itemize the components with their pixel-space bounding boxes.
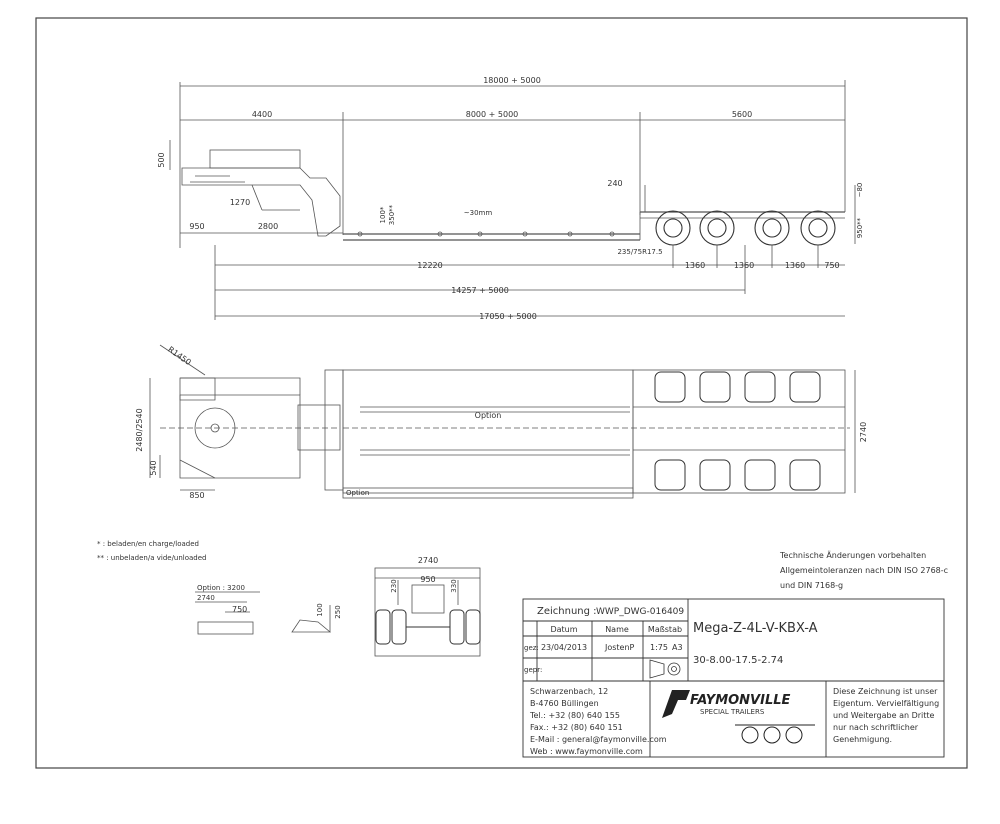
copyright-2: Eigentum. Vervielfältigung	[833, 699, 939, 708]
note-din: und DIN 7168-g	[780, 581, 843, 590]
detail-750: 750	[232, 605, 247, 614]
detail-250: 250	[334, 605, 342, 618]
dim-1360-a: 1360	[685, 261, 705, 270]
address-line-2: B-4760 Büllingen	[530, 699, 599, 708]
drawing-date: 23/04/2013	[541, 643, 587, 652]
dim-2740-plan: 2740	[859, 422, 868, 442]
address-fax: Fax.: +32 (80) 640 151	[530, 723, 623, 732]
address-web: Web : www.faymonville.com	[530, 747, 643, 756]
legend-loaded: * : beladen/en charge/loaded	[97, 540, 199, 548]
copyright-3: und Weitergabe an Dritte	[833, 711, 935, 720]
rear-2740: 2740	[418, 556, 438, 565]
dim-12220: 12220	[417, 261, 442, 270]
dim-r1450: R1450	[166, 345, 192, 367]
dim-950: 950	[189, 222, 204, 231]
col-name: Name	[605, 625, 629, 634]
row-gez: gez:	[524, 644, 539, 652]
dim-deck: 8000 + 5000	[466, 110, 519, 119]
rear-wheels-side	[655, 210, 836, 246]
dim-14257: 14257 + 5000	[451, 286, 509, 295]
side-view-lower-dims	[180, 232, 845, 320]
dim-rear: 5600	[732, 110, 752, 119]
dim-350: 350**	[388, 204, 396, 225]
copyright-5: Genehmigung.	[833, 735, 892, 744]
rear-230: 230	[390, 579, 398, 592]
dim-2480-2540: 2480/2540	[135, 408, 144, 451]
title-block-frame	[522, 598, 945, 758]
legend-unloaded: ** : unbeladen/a vide/unloaded	[97, 554, 207, 562]
paper-size: A3	[672, 643, 683, 652]
rear-wheels-plan	[654, 371, 821, 491]
option-bottom: Option	[346, 489, 369, 497]
detail-100: 100	[316, 603, 324, 616]
col-scale: Maßstab	[648, 625, 682, 634]
dim-850: 850	[189, 491, 204, 500]
faymonville-logo-icon: FAYMONVILLE SPECIAL TRAILERS	[662, 690, 815, 744]
dim-100: 100*	[379, 206, 387, 223]
address-line-1: Schwarzenbach, 12	[530, 687, 608, 696]
col-datum: Datum	[550, 625, 577, 634]
dim-2800: 2800	[258, 222, 278, 231]
dim-gooseneck: 4400	[252, 110, 272, 119]
drawing-label: Zeichnung :	[537, 606, 597, 617]
copyright-1: Diese Zeichnung ist unser	[833, 687, 938, 696]
row-gepr: gepr:	[524, 666, 542, 674]
dim-950-right: 950**	[856, 217, 864, 238]
plan-view	[149, 344, 856, 499]
dim-17050: 17050 + 5000	[479, 312, 537, 321]
dim-30mm: ~30mm	[464, 209, 493, 217]
model-title: Mega-Z-4L-V-KBX-A	[693, 621, 818, 636]
note-tolerances: Allgemeintoleranzen nach DIN ISO 2768-c	[780, 566, 948, 575]
dim-1360-b: 1360	[734, 261, 754, 270]
model-subtitle: 30-8.00-17.5-2.74	[693, 655, 783, 666]
dim-height-500: 500	[157, 152, 166, 167]
projection-symbol-icon	[649, 659, 681, 679]
side-view	[169, 80, 856, 248]
detail-2740: 2740	[197, 594, 215, 602]
brand-tagline: SPECIAL TRAILERS	[700, 708, 765, 716]
rear-330: 330	[450, 579, 458, 592]
dim-750: 750	[824, 261, 839, 270]
note-changes: Technische Änderungen vorbehalten	[779, 550, 926, 560]
option-center: Option	[475, 411, 502, 420]
dim-540: 540	[149, 460, 158, 475]
drawing-scale: 1:75	[650, 643, 668, 652]
dim-1360-c: 1360	[785, 261, 805, 270]
dim-tire: 235/75R17.5	[617, 248, 662, 256]
sheet-border	[35, 17, 968, 769]
dim-1270: 1270	[230, 198, 250, 207]
dim-240: 240	[607, 179, 622, 188]
dim-overall: 18000 + 5000	[483, 76, 541, 85]
detail-option-3200: Option : 3200	[197, 584, 245, 592]
drawing-number: WWP_DWG-016409	[596, 607, 684, 617]
dim-80: ~80	[856, 183, 864, 198]
drawn-by: JostenP	[604, 643, 635, 652]
copyright-4: nur nach schriftlicher	[833, 723, 919, 732]
brand-name: FAYMONVILLE	[690, 693, 791, 708]
address-phone: Tel.: +32 (80) 640 155	[529, 711, 620, 720]
address-email: E-Mail : general@faymonville.com	[530, 735, 667, 744]
rear-950: 950	[420, 575, 435, 584]
rear-view-wheels	[375, 609, 481, 645]
